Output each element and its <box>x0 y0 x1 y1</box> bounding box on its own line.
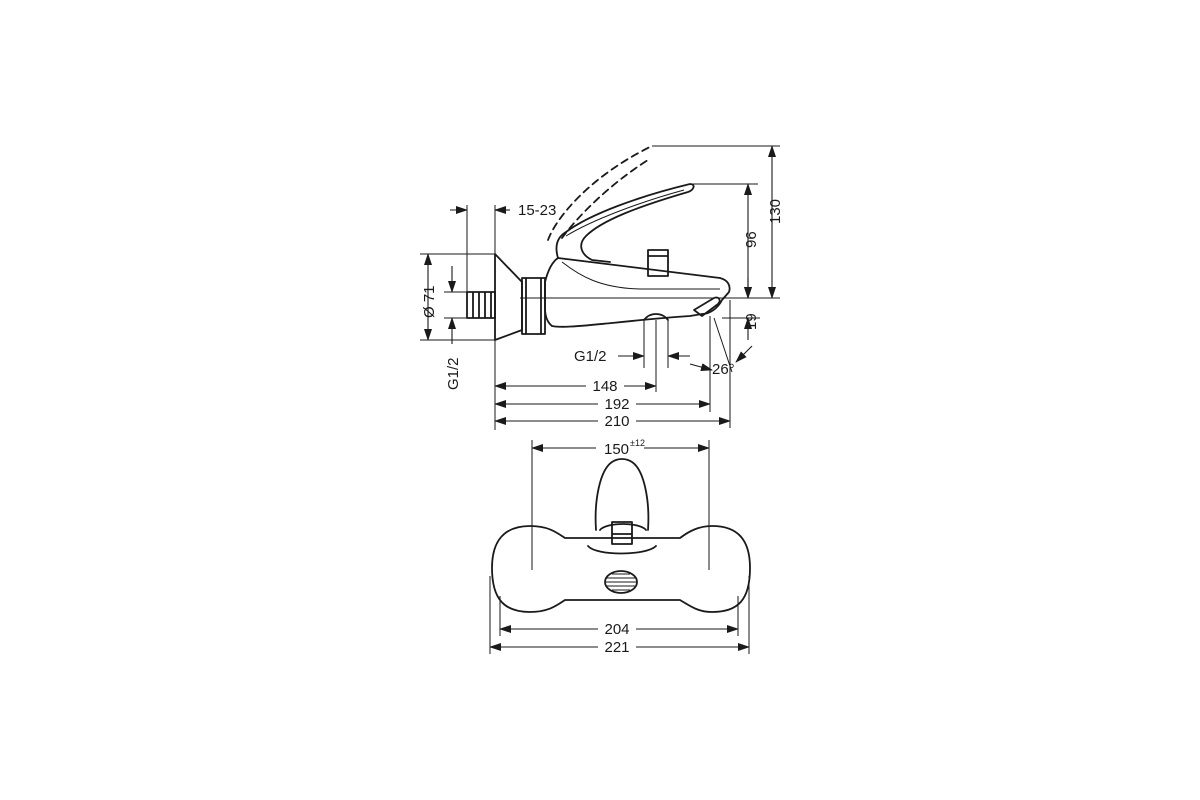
wall-rosette <box>494 253 523 341</box>
mixer-body <box>544 257 731 328</box>
body-contour <box>561 261 720 290</box>
dim-lever-height: 96 <box>743 183 760 299</box>
front-lever-base <box>599 523 647 531</box>
dim-total-height: 130 <box>767 145 784 299</box>
dim-spout-projection: 192 <box>494 394 711 414</box>
dim-total-width: 221 <box>489 637 750 657</box>
side-view: 15-23 Ø 71 G1/2 96 130 <box>420 145 784 431</box>
dim-spout-angle: 26° <box>689 345 753 378</box>
spout-outlet <box>693 296 721 317</box>
diverter-knob <box>647 249 669 277</box>
dim-total-projection: 210 <box>494 411 731 431</box>
front-hub <box>587 545 657 555</box>
lever-inner <box>565 189 685 237</box>
mixer-lever <box>555 183 695 263</box>
aerator-mesh <box>606 573 636 591</box>
center-distance-label: 150 <box>604 441 629 458</box>
center-tolerance-label: ±12 <box>630 438 645 448</box>
dim-outlet-projection: 148 <box>494 376 657 396</box>
bottom-outlet <box>643 313 669 321</box>
outlet-projection-label: 148 <box>592 378 617 395</box>
dim-outlet-thread: G1/2 <box>574 348 690 365</box>
wall-gap-label: 15-23 <box>518 202 556 219</box>
dim-connection-thread: G1/2 <box>445 266 462 390</box>
front-diverter <box>611 521 633 545</box>
spout-angle-label: 26° <box>712 361 735 378</box>
dim-center-distance: 150 ±12 <box>531 436 710 458</box>
spout-projection-label: 192 <box>604 396 629 413</box>
total-height-label: 130 <box>767 199 784 224</box>
connection-thread-label: G1/2 <box>445 357 462 390</box>
aerator <box>604 570 638 594</box>
total-projection-label: 210 <box>604 413 629 430</box>
spout-drop-label: 19 <box>743 313 760 330</box>
lever-open-position <box>547 145 653 241</box>
body-width-label: 204 <box>604 621 629 638</box>
rosette-diameter-label: Ø 71 <box>421 285 438 318</box>
dim-body-width: 204 <box>499 619 739 639</box>
total-width-label: 221 <box>604 639 629 656</box>
dim-wall-gap: 15-23 <box>450 202 556 219</box>
lever-height-label: 96 <box>743 231 760 248</box>
front-body <box>491 525 751 613</box>
front-view: 150 ±12 204 221 <box>489 436 751 657</box>
outlet-thread-label: G1/2 <box>574 348 607 365</box>
connection-thread <box>466 291 496 319</box>
dim-rosette-diameter: Ø 71 <box>421 253 438 341</box>
dim-spout-drop: 19 <box>743 278 760 340</box>
front-lever <box>594 458 650 531</box>
union-nut <box>521 277 546 335</box>
